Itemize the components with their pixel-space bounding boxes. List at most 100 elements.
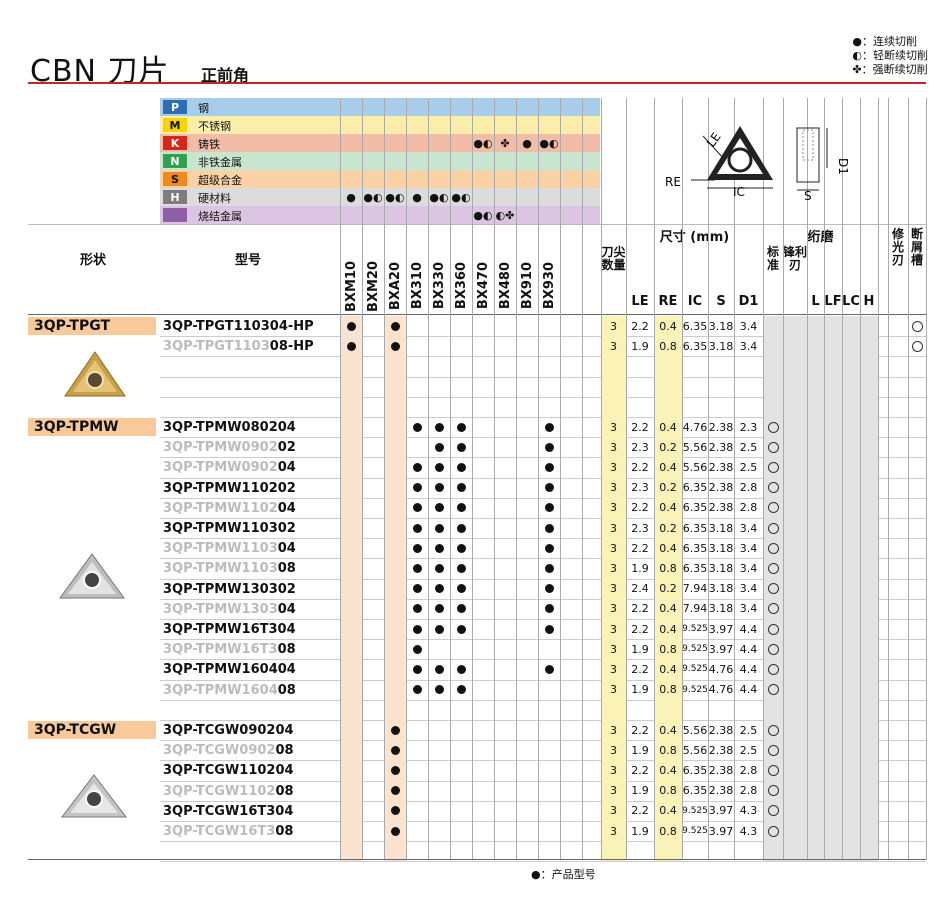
model-suffix: 3QP-TPMW160404 (163, 662, 296, 678)
re-col-bg (654, 841, 682, 862)
dim-ic: 5.56 (682, 460, 708, 474)
material-mark: ●◐ (451, 190, 471, 204)
grade-col-bg (340, 477, 362, 498)
tips-col-bg (601, 417, 626, 438)
dim-s: 3.18 (708, 521, 734, 535)
column-divider (406, 98, 407, 860)
grade-available-dot (538, 417, 560, 437)
material-code-3: N (163, 154, 187, 168)
standard-honing-mark (763, 680, 783, 700)
row-line (160, 780, 926, 782)
grade-header-BX360: BX360 (450, 258, 472, 314)
grade-available-dot (428, 538, 450, 558)
dim-re: 0.4 (659, 319, 677, 333)
re-col-bg (654, 437, 682, 458)
group-label-3QP-TCGW: 3QP-TCGW (28, 721, 156, 739)
model-suffix: 3QP-TPMW16T304 (163, 622, 296, 637)
tips-col-bg (601, 679, 626, 700)
column-divider (384, 98, 385, 860)
dim-re: 0.4 (659, 460, 677, 474)
standard-honing-mark (763, 720, 783, 740)
model-prefix: 3QP-TCGW16T3 (163, 824, 276, 839)
grade-available-dot (428, 619, 450, 639)
tips-col-bg (601, 720, 626, 741)
dim-re: 0.2 (659, 440, 677, 454)
column-divider (516, 98, 517, 860)
tips-col-bg (601, 316, 626, 337)
model-suffix: 08 (275, 824, 294, 839)
dim-s: 3.18 (708, 561, 734, 575)
dim-ic: 9.525 (682, 826, 708, 837)
grade-available-dot (428, 478, 450, 498)
column-divider (807, 98, 808, 860)
material-mark: ●◐ (363, 190, 383, 204)
material-mark: ●◐ (429, 190, 449, 204)
standard-honing-mark (763, 417, 783, 437)
column-divider (538, 98, 539, 860)
dim-le: 1.9 (631, 561, 649, 575)
dim-s: 2.38 (708, 481, 734, 495)
column-divider (654, 98, 655, 860)
dim-re: 0.8 (659, 683, 677, 697)
standard-honing-mark (763, 639, 783, 659)
model-name: 3QP-TPMW090204 (163, 460, 296, 475)
standard-honing-mark (763, 538, 783, 558)
grade-label: BX310 (409, 262, 425, 310)
grade-col-bg (340, 841, 362, 862)
grade-label: BX470 (475, 262, 491, 310)
dim-s: 2.38 (708, 420, 734, 434)
model-prefix: 3QP-TPMW1103 (163, 541, 278, 557)
dims-header: 尺寸 (mm) (659, 229, 730, 245)
dim-tips: 3 (610, 622, 617, 636)
tips-col-bg (601, 578, 626, 599)
dim-tips: 3 (610, 440, 617, 454)
grade-available-dot (428, 457, 450, 477)
dim-ic: 6.35 (682, 784, 708, 798)
model-prefix: 3QP-TPMW1604 (163, 682, 278, 698)
dim-ic: 6.35 (682, 339, 708, 353)
re-col-bg (654, 356, 682, 377)
legend-heavy-interrupted: ✤：强断续切削 (852, 63, 928, 76)
grade-col-bg (340, 639, 362, 660)
dim-re: 0.8 (659, 743, 677, 757)
honing-col-bg (763, 518, 878, 539)
dim-re: 0.2 (659, 582, 677, 596)
chip-breaker-mark (908, 316, 926, 336)
dim-re: 0.4 (659, 501, 677, 515)
dim-re: 0.4 (659, 602, 677, 616)
row-line (160, 518, 926, 519)
dim-tips: 3 (610, 501, 617, 515)
dim-le: 2.2 (631, 420, 649, 434)
grade-available-dot (450, 619, 472, 639)
tips-col-bg (601, 760, 626, 781)
model-name: 3QP-TPGT110304-HP (163, 319, 314, 334)
grade-col-bg (340, 558, 362, 579)
grade-available-dot (428, 659, 450, 679)
re-col-bg (654, 477, 682, 498)
model-name: 3QP-TCGW16T304 (163, 804, 293, 819)
grade-available-dot (450, 579, 472, 599)
dim-ic: 9.525 (682, 644, 708, 655)
dim-s: 2.38 (708, 723, 734, 737)
grade-col-bg (340, 659, 362, 680)
dim-le: 1.9 (631, 339, 649, 353)
re-col-bg (654, 558, 682, 579)
grade-available-dot (450, 538, 472, 558)
dim-ic: 7.94 (682, 602, 708, 616)
column-divider (428, 98, 429, 860)
col-header-s: S (716, 293, 726, 309)
honing-col-bg (763, 619, 878, 640)
col-header-ic: IC (687, 293, 703, 309)
tips-col-bg (601, 538, 626, 559)
dim-d1: 2.5 (739, 460, 758, 474)
dim-le: 1.9 (631, 824, 649, 838)
dim-d1: 2.3 (739, 420, 758, 434)
legend-continuous: ●：连续切削 (852, 35, 917, 48)
grade-header-BXM10: BXM10 (340, 258, 362, 314)
grade-available-dot (428, 417, 450, 437)
tips-col-bg (601, 457, 626, 478)
grade-label: BX930 (541, 262, 557, 310)
dim-d1: 3.4 (739, 319, 758, 333)
re-col-bg (654, 538, 682, 559)
